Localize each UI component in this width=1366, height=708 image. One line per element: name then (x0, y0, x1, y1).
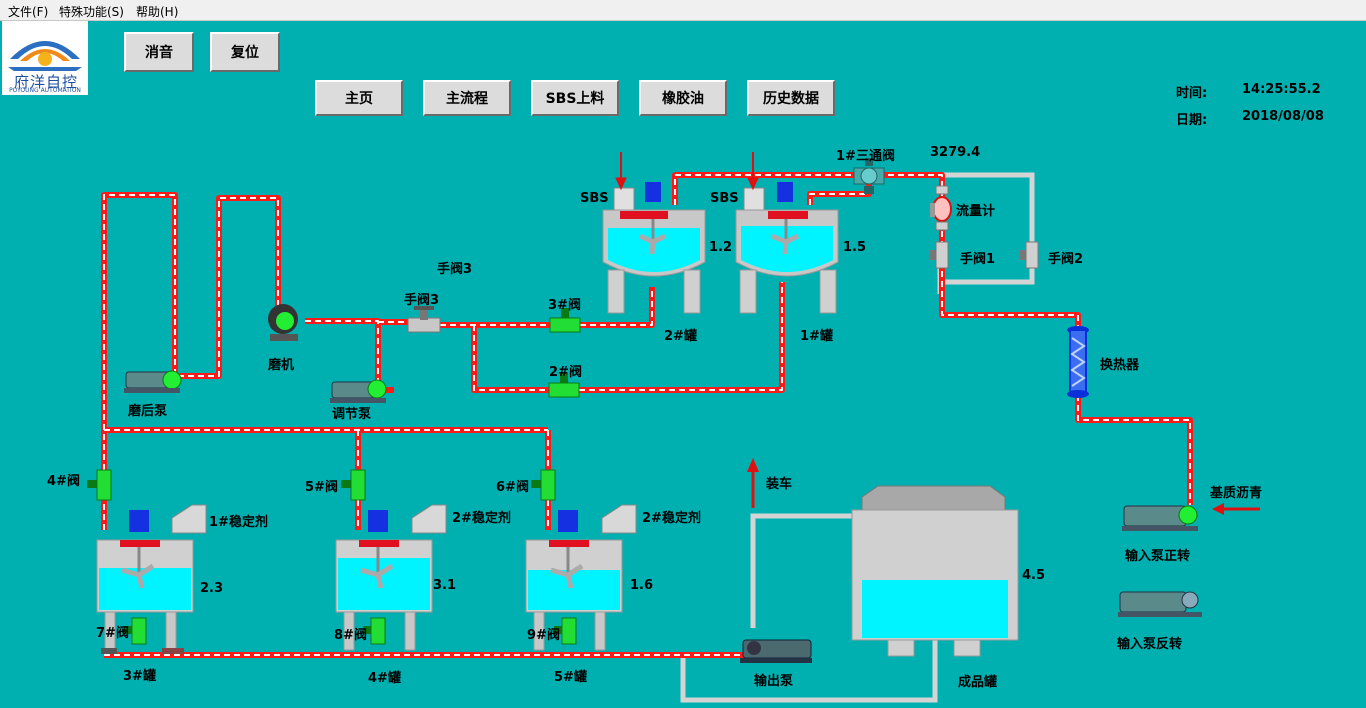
valve-9-label: 9#阀 (527, 628, 560, 643)
logo-emblem-icon (8, 41, 82, 71)
company-logo: 府洋自控 POYOUNG AUTOMATION (2, 21, 88, 95)
tank-5-stabilizer-label: 2#稳定剂 (642, 511, 701, 526)
three-way-valve-label: 1#三通阀 (836, 149, 895, 164)
valve-4-icon[interactable] (87, 469, 112, 501)
time-label: 时间: (1176, 86, 1208, 101)
mill-icon[interactable] (268, 304, 298, 341)
tank-2-graphic (602, 182, 706, 314)
tank-2-level: 1.2 (709, 240, 733, 255)
valve-2-icon[interactable] (548, 373, 580, 398)
hand-valve-1-label: 手阀1 (960, 252, 996, 267)
valve-3-icon[interactable] (549, 308, 581, 333)
valve-7-label: 7#阀 (96, 626, 129, 641)
idle-pipes (680, 172, 1035, 703)
hand-valve-1-icon[interactable] (930, 241, 949, 269)
loading-label: 装车 (766, 477, 793, 492)
base-asphalt-label: 基质沥青 (1210, 486, 1263, 501)
tank-1-level: 1.5 (843, 240, 867, 255)
tank-1-name: 1#罐 (800, 329, 833, 344)
regulating-pump-label: 调节泵 (332, 407, 372, 422)
valve-2-label: 2#阀 (549, 365, 582, 380)
tank-2-sbs-label: SBS (580, 191, 609, 206)
silence-button[interactable]: 消音 (124, 32, 194, 72)
regulating-pump-icon[interactable] (330, 379, 387, 403)
output-pump-icon[interactable] (740, 639, 812, 663)
tank-4-level: 3.1 (433, 578, 457, 593)
date-value: 2018/08/08 (1242, 109, 1324, 124)
tank-1-graphic (735, 182, 839, 314)
nav-home-button[interactable]: 主页 (315, 80, 403, 116)
nav-main-process-button[interactable]: 主流程 (423, 80, 511, 116)
after-mill-pump-label: 磨后泵 (128, 404, 168, 419)
valve-5-icon[interactable] (341, 469, 366, 501)
valve-7-icon[interactable] (124, 617, 147, 645)
active-pipes (101, 172, 1193, 658)
hand-valve-2-label: 手阀2 (1048, 252, 1084, 267)
tank-5-level: 1.6 (630, 578, 654, 593)
tank-4-stabilizer-label: 2#稳定剂 (452, 511, 511, 526)
hand-valve-3-icon[interactable] (407, 306, 441, 333)
logo-name-cn: 府洋自控 (13, 73, 78, 91)
valve-4-label: 4#阀 (47, 474, 80, 489)
tank-3-level: 2.3 (200, 581, 224, 596)
valve-5-label: 5#阀 (305, 480, 338, 495)
date-label: 日期: (1176, 113, 1208, 128)
input-pump-forward-icon[interactable] (1122, 505, 1198, 531)
hand-valve-2-icon[interactable] (1020, 241, 1039, 269)
tank-4-name: 4#罐 (368, 671, 401, 686)
flowmeter-label: 流量计 (956, 204, 996, 219)
valve-6-label: 6#阀 (496, 480, 529, 495)
menu-bar: 文件(F) 特殊功能(S) 帮助(H) (0, 0, 1366, 21)
valve-3-label: 3#阀 (548, 298, 581, 313)
tank-5-name: 5#罐 (554, 670, 587, 685)
valve-6-icon[interactable] (531, 469, 556, 501)
valve-9-icon[interactable] (554, 617, 577, 645)
tank-3-name: 3#罐 (123, 669, 156, 684)
menu-file[interactable]: 文件(F) (8, 5, 49, 19)
process-diagram (87, 152, 1260, 703)
product-tank-graphic (851, 485, 1019, 657)
menu-special-functions[interactable]: 特殊功能(S) (59, 5, 124, 19)
flowmeter-icon (930, 185, 952, 231)
hand-valve-3-label: 手阀3 (404, 293, 440, 308)
heat-exchanger-icon (1067, 326, 1089, 398)
tank-1-sbs-label: SBS (710, 191, 739, 206)
tank-4-graphic (335, 504, 447, 651)
base-asphalt-arrow-icon (1212, 503, 1260, 515)
loading-arrow-icon (747, 458, 759, 508)
input-pump-reverse-label: 输入泵反转 (1117, 637, 1183, 652)
valve-8-label: 8#阀 (334, 628, 367, 643)
time-value: 14:25:55.2 (1242, 82, 1321, 97)
three-way-valve-icon[interactable] (853, 158, 885, 194)
output-pump-label: 输出泵 (754, 674, 794, 689)
product-tank-name: 成品罐 (958, 675, 998, 690)
product-tank-level: 4.5 (1022, 568, 1046, 583)
nav-sbs-feeding-button[interactable]: SBS上料 (531, 80, 619, 116)
tank-5-graphic (525, 504, 637, 651)
input-pump-reverse-icon[interactable] (1118, 591, 1202, 617)
nav-history-button[interactable]: 历史数据 (747, 80, 835, 116)
valve-8-icon[interactable] (363, 617, 386, 645)
menu-help[interactable]: 帮助(H) (136, 5, 179, 19)
input-pump-forward-label: 输入泵正转 (1125, 549, 1191, 564)
tank-3-graphic (96, 504, 207, 654)
reset-button[interactable]: 复位 (210, 32, 280, 72)
after-mill-pump-icon[interactable] (124, 370, 182, 393)
nav-rubber-oil-button[interactable]: 橡胶油 (639, 80, 727, 116)
heat-exchanger-label: 换热器 (1100, 358, 1140, 373)
flow-value: 3279.4 (930, 145, 981, 160)
hand-valve-3-header-label: 手阀3 (437, 262, 473, 277)
logo-name-en: POYOUNG AUTOMATION (9, 87, 81, 94)
tank-2-name: 2#罐 (664, 329, 697, 344)
feed-arrow-icons (615, 152, 759, 191)
tank-3-stabilizer-label: 1#稳定剂 (209, 515, 268, 530)
mill-label: 磨机 (268, 358, 295, 373)
